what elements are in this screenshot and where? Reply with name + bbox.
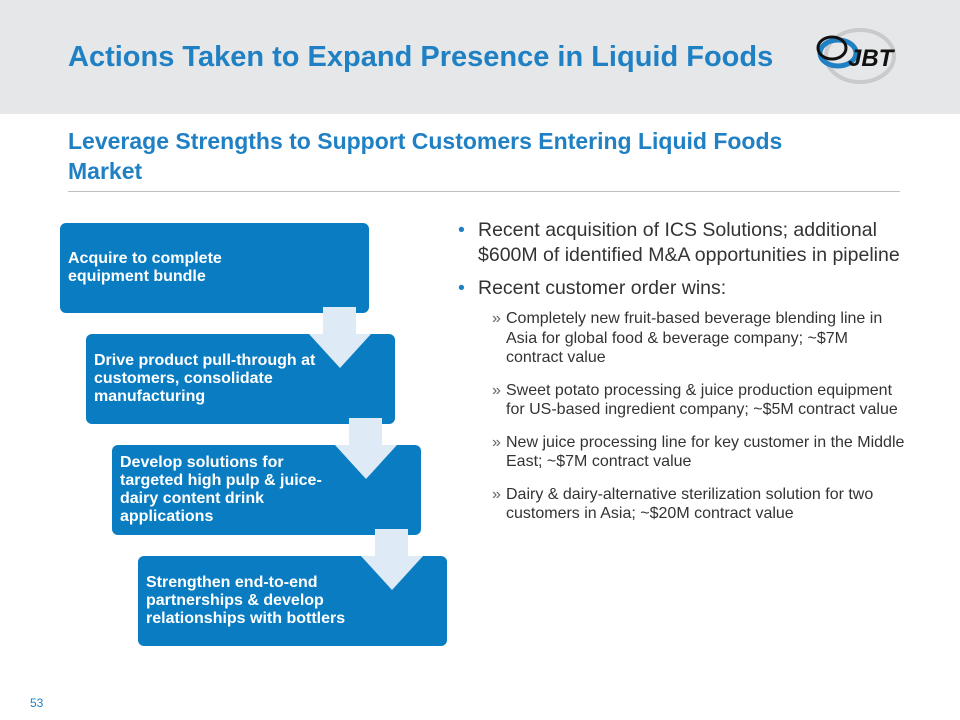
flow-step-2: Drive product pull-through at customers,…	[86, 334, 395, 424]
sub-bullet-text: Sweet potato processing & juice producti…	[506, 381, 898, 419]
bullet-order-wins: Recent customer order wins:	[456, 276, 906, 301]
down-arrow-icon	[309, 307, 371, 368]
bullet-list: Recent acquisition of ICS Solutions; add…	[456, 218, 906, 537]
bullet-marker: »	[492, 433, 501, 451]
sub-bullet: » New juice processing line for key custo…	[456, 433, 906, 472]
jbt-logo: JBT	[816, 28, 896, 84]
down-arrow-icon	[361, 529, 423, 590]
flow-step-label: Drive product pull-through at customers,…	[94, 352, 316, 405]
slide-title: Actions Taken to Expand Presence in Liqu…	[68, 41, 774, 73]
page-number: 53	[30, 696, 44, 710]
svg-text:JBT: JBT	[848, 45, 896, 72]
sub-bullet: » Dairy & dairy-alternative sterilization…	[456, 485, 906, 524]
bullet-acquisition: Recent acquisition of ICS Solutions; add…	[456, 218, 906, 268]
flow-step-label: Strengthen end-to-end partnerships & dev…	[146, 574, 346, 627]
down-arrow-icon	[335, 418, 397, 479]
sub-bullet: » Sweet potato processing & juice product…	[456, 381, 906, 420]
flow-step-label: Develop solutions for targeted high pulp…	[120, 454, 322, 525]
bullet-marker: »	[492, 381, 501, 399]
divider	[68, 191, 900, 192]
sub-bullet-text: Dairy & dairy-alternative sterilization …	[506, 485, 874, 523]
sub-bullet-text: New juice processing line for key custom…	[506, 433, 905, 471]
bullet-marker: »	[492, 485, 501, 503]
slide-subtitle: Leverage Strengths to Support Customers …	[68, 128, 783, 184]
sub-bullet: » Completely new fruit-based beverage ble…	[456, 309, 906, 368]
flow-step-1: Acquire to complete equipment bundle	[60, 223, 369, 313]
bullet-marker: »	[492, 310, 501, 327]
header-band	[0, 0, 960, 114]
flow-step-label: Acquire to complete equipment bundle	[68, 250, 222, 285]
sub-bullet-text: Completely new fruit-based beverage blen…	[506, 310, 883, 366]
flow-step-3: Develop solutions for targeted high pulp…	[112, 445, 421, 535]
